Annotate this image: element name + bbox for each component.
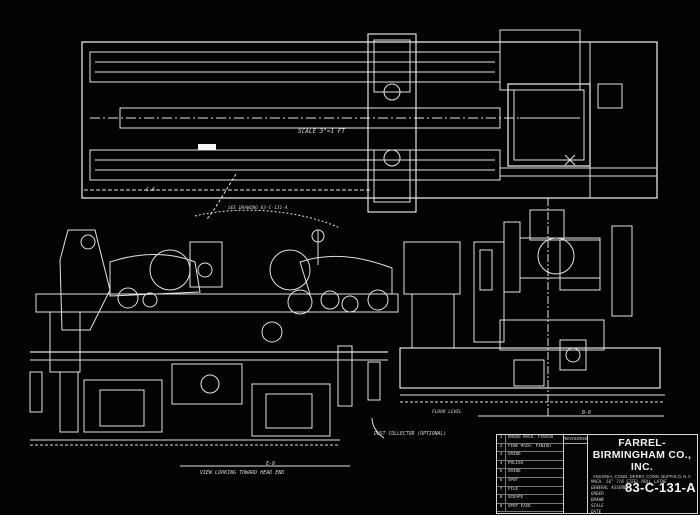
drawing-subject: GENERAL ASSEMBLY [591,485,632,490]
company-cities: ANSONIA, CONN. DERBY, CONN. BUFFALO, N.Y… [592,474,692,479]
drawn-field: DRAWN [591,497,604,502]
dimension-b: B-8 [582,410,592,416]
tail-stock-reference-note: SEE DRAWING 83-C-131-A [228,206,288,211]
company-name: FARREL-BIRMINGHAM CO., INC. [592,437,692,473]
revisions-column: REVISIONS [563,435,588,513]
scale-field: SCALE [591,503,604,508]
dimension-c: C-6 [146,187,156,193]
revisions-label: REVISIONS [563,435,588,444]
title-area: FARREL-BIRMINGHAM CO., INC. ANSONIA, CON… [587,435,697,514]
drawing-number: 83-C-131-A [625,480,696,495]
top-plan-view [81,29,658,213]
view-label: VIEW LOOKING TOWARD HEAD END [200,470,285,476]
scale-note: SCALE 3"=1 FT [298,128,345,135]
dimension-e: E-8 [266,461,276,467]
end-elevation-view [399,198,665,418]
order-field: ORDER [591,491,604,496]
dust-collector-note: DUST COLLECTOR (OPTIONAL) [374,432,447,437]
side-elevation-view [29,209,399,467]
machine-description: MACH. 56" 7/8 STEEL ROLL LATHE [591,479,667,484]
floor-level-note: FLOOR LEVEL [432,410,462,415]
date-field: DATE [591,509,602,514]
